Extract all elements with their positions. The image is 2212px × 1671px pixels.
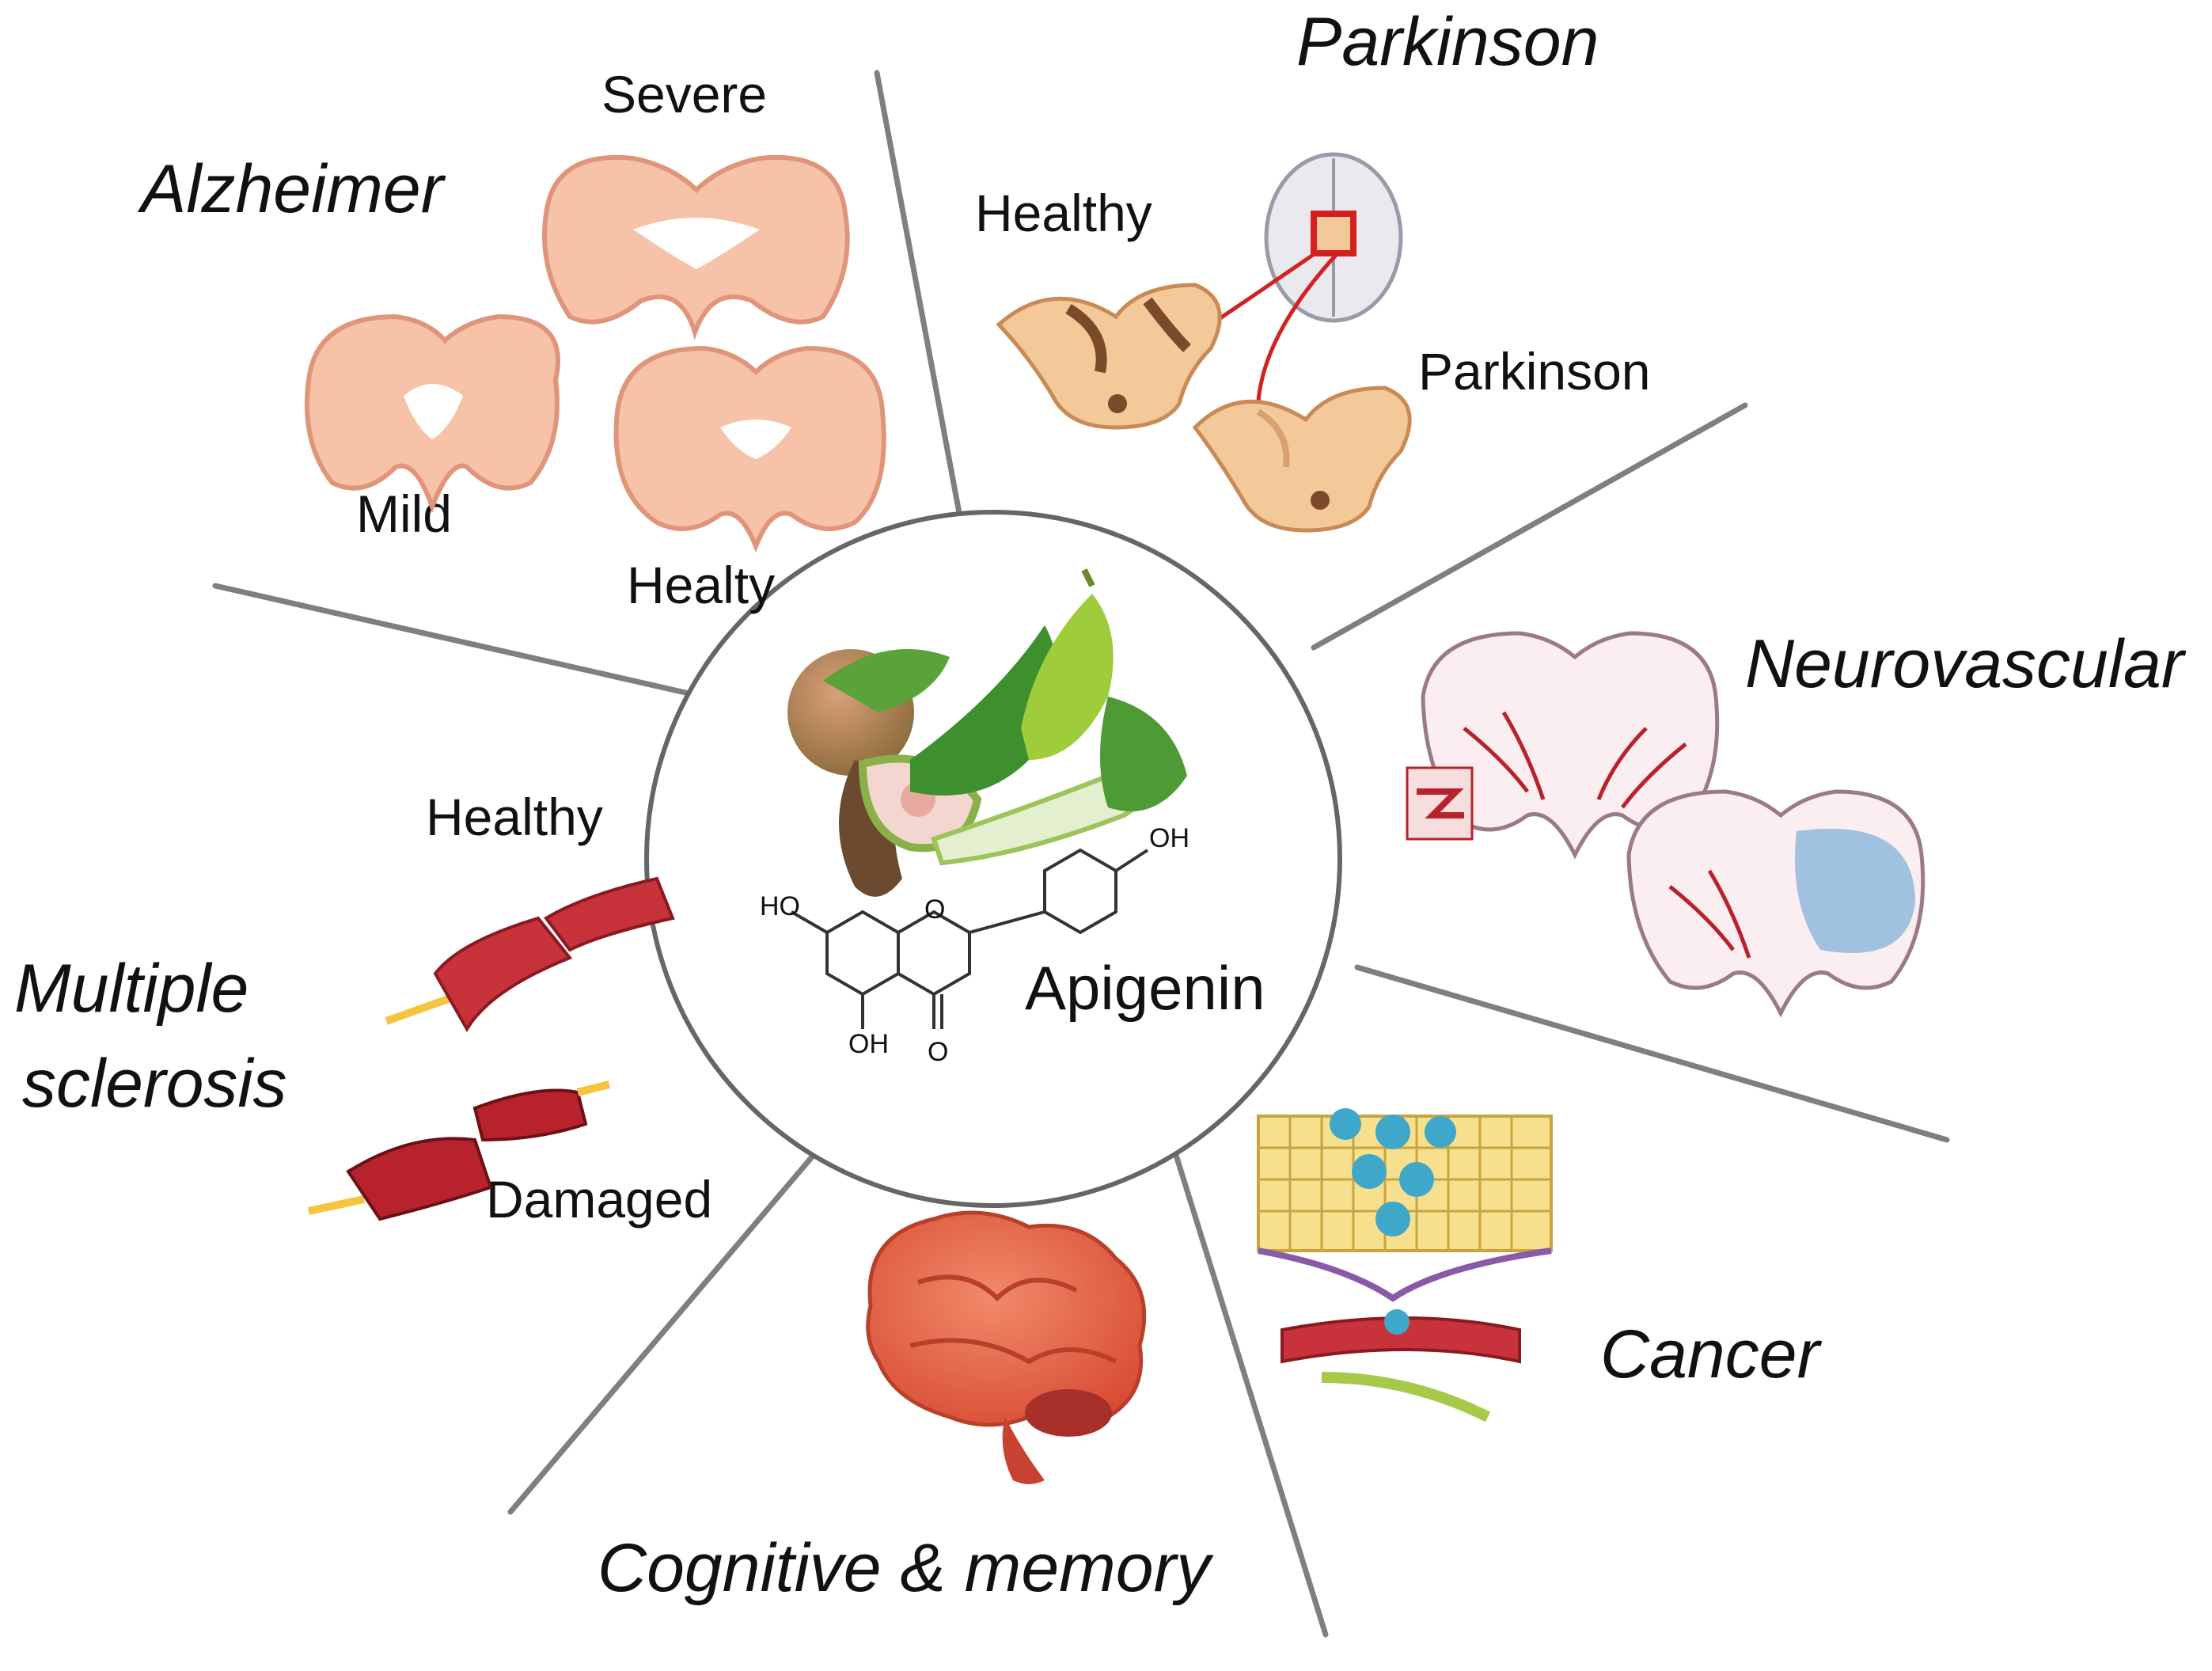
ms-title-line2: sclerosis bbox=[22, 1046, 287, 1122]
divider-lines bbox=[212, 70, 1950, 1638]
neurovascular-title: Neurovascular bbox=[1745, 626, 2187, 702]
divider-bottom-right bbox=[1168, 1137, 1329, 1638]
brain-illustration bbox=[866, 1210, 1147, 1484]
ring-o-label: O bbox=[924, 894, 945, 925]
alzheimer-section: Alzheimer Severe Mild Healty bbox=[137, 65, 886, 614]
midbrain-parkinson bbox=[1192, 385, 1412, 533]
tumor-invasion-illustration bbox=[1257, 1108, 1553, 1422]
divider-left bbox=[212, 583, 723, 704]
divider-upper-right bbox=[1311, 402, 1748, 651]
center-hub: HO O OH OH O Apigenin bbox=[644, 510, 1342, 1208]
alzheimer-title: Alzheimer bbox=[137, 151, 446, 227]
alzheimer-severe-label: Severe bbox=[601, 65, 767, 123]
center-circle bbox=[644, 510, 1342, 1208]
apigenin-structure bbox=[790, 848, 1149, 1029]
healthy-axon bbox=[385, 876, 675, 1032]
ms-section: Multiple sclerosis Healthy Damaged bbox=[14, 788, 712, 1229]
midbrain-healthy bbox=[996, 283, 1222, 430]
cognitive-section: Cognitive & memory bbox=[598, 1210, 1214, 1606]
oh-bottom-label: OH bbox=[848, 1029, 889, 1059]
cognitive-title: Cognitive & memory bbox=[598, 1530, 1214, 1606]
top-view-brain bbox=[1186, 152, 1403, 428]
brain-section-severe bbox=[542, 154, 850, 340]
divider-top bbox=[874, 70, 962, 516]
divider-lower-right bbox=[1354, 964, 1950, 1143]
brain-coronal-vessels bbox=[1406, 631, 1720, 860]
parkinson-healthy-label: Healthy bbox=[975, 184, 1152, 242]
alzheimer-healthy-label: Healty bbox=[627, 556, 775, 614]
neurovascular-section: Neurovascular bbox=[1406, 626, 2187, 1018]
oh-top-label: OH bbox=[1149, 823, 1189, 853]
brain-coronal-ischemic bbox=[1626, 789, 1926, 1018]
brain-section-healthy bbox=[613, 345, 886, 553]
parkinson-section: Parkinson Healthy Parkinson bbox=[975, 4, 1651, 533]
brain-section-mild bbox=[305, 313, 560, 514]
ms-damaged-label: Damaged bbox=[486, 1170, 712, 1229]
damaged-axon bbox=[307, 1080, 611, 1221]
parkinson-title: Parkinson bbox=[1296, 4, 1599, 80]
vegetables-illustration bbox=[787, 568, 1187, 897]
cancer-title: Cancer bbox=[1600, 1316, 1823, 1392]
carbonyl-o-label: O bbox=[928, 1037, 948, 1067]
parkinson-parkinson-label: Parkinson bbox=[1418, 342, 1651, 401]
apigenin-label: Apigenin bbox=[1025, 953, 1265, 1023]
cancer-section: Cancer bbox=[1257, 1108, 1823, 1422]
oh-left-label: HO bbox=[760, 891, 800, 921]
ms-healthy-label: Healthy bbox=[426, 788, 603, 846]
ms-title-line1: Multiple bbox=[14, 951, 249, 1027]
divider-bottom-left bbox=[507, 1103, 858, 1515]
